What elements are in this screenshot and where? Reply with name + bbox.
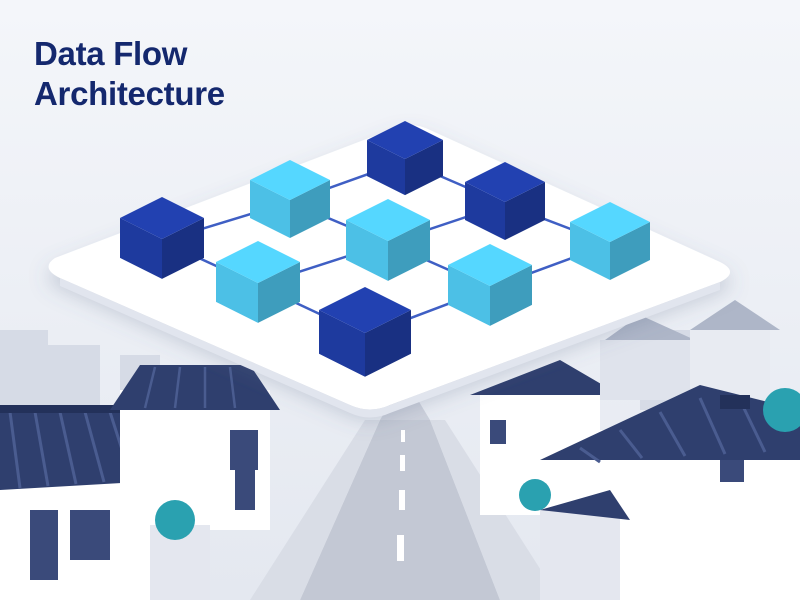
light-node-cube bbox=[570, 202, 650, 280]
light-node-cube bbox=[448, 244, 532, 326]
dark-node-cube bbox=[319, 287, 411, 377]
dark-node-cube bbox=[465, 162, 545, 240]
light-node-cube bbox=[216, 241, 300, 323]
light-node-cube bbox=[250, 160, 330, 238]
dark-node-cube bbox=[120, 197, 204, 279]
page-title: Data Flow Architecture bbox=[34, 34, 225, 114]
title-line-1: Data Flow bbox=[34, 35, 188, 72]
right-traditional-house bbox=[519, 385, 800, 600]
left-mid-house bbox=[110, 365, 280, 600]
network-nodes bbox=[120, 121, 650, 377]
dark-node-cube bbox=[367, 121, 443, 196]
title-line-2: Architecture bbox=[34, 75, 225, 112]
light-node-cube bbox=[346, 199, 430, 281]
